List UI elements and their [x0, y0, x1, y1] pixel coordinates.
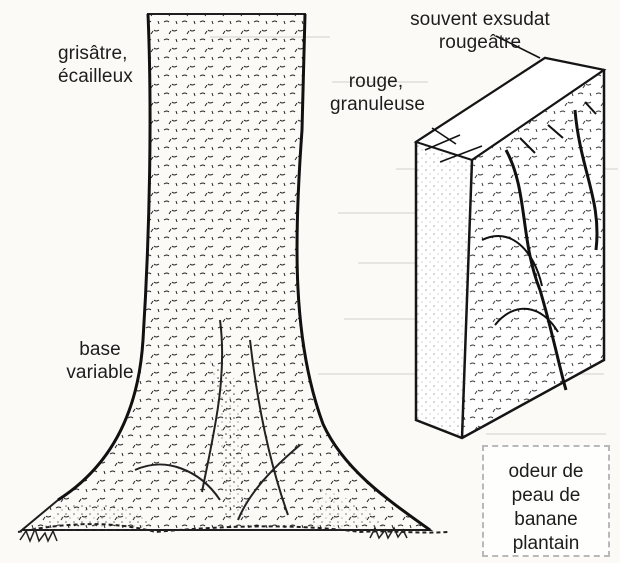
label-souvent-exsudat-rougeatre: souvent exsudat rougeâtre	[390, 8, 570, 54]
bark-slab	[416, 58, 604, 438]
label-base-variable: base variable	[54, 338, 146, 384]
label-grisatre-ecailleux: grisâtre, écailleux	[58, 42, 133, 88]
odour-note-box: odeur de peau de banane plantain	[482, 445, 610, 557]
label-odeur-de-peau-de-banane-plantain: odeur de peau de banane plantain	[484, 460, 608, 556]
label-rouge-granuleuse: rouge, granuleuse	[330, 70, 422, 116]
